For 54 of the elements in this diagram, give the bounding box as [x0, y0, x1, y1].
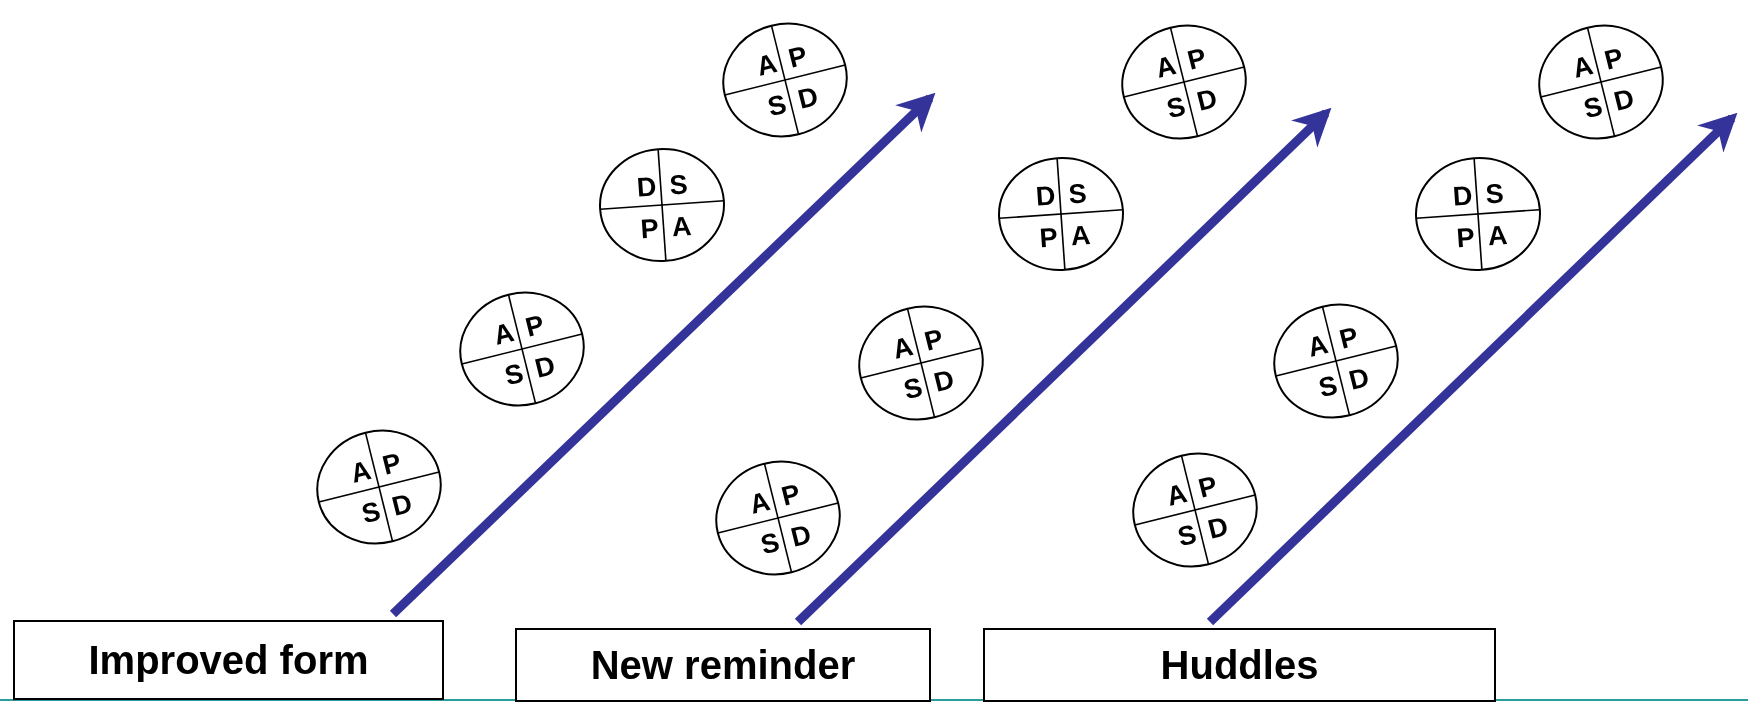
cycle-letter: S: [667, 171, 690, 200]
cycle-letter: S: [1173, 520, 1201, 553]
cycle-letter: P: [1335, 322, 1363, 355]
cycle-letter: S: [1579, 92, 1607, 125]
cycle-letter: A: [752, 49, 781, 82]
cycle-letter: A: [489, 318, 518, 351]
cycle-letter: S: [1314, 371, 1342, 404]
cycle-letter: P: [1194, 471, 1222, 504]
cycle-letter: S: [357, 497, 385, 530]
cycle-letter: S: [1066, 180, 1089, 209]
cycle-letter: P: [1600, 43, 1628, 76]
cycle-letter: D: [1450, 182, 1475, 211]
cycle-letter: S: [500, 359, 528, 392]
cycle-letter: D: [634, 173, 659, 202]
cycle-letter: A: [1068, 221, 1093, 251]
step-box: New reminder: [515, 628, 931, 702]
cycle-letter: S: [756, 528, 784, 561]
cycle-letter: S: [899, 373, 927, 406]
cycle-letter: A: [1568, 51, 1597, 84]
arrow: [389, 92, 936, 618]
step-box: Improved form: [13, 620, 444, 700]
cycle-letter: S: [1483, 180, 1506, 209]
cycle-letter: A: [1162, 479, 1191, 512]
cycle-letter: P: [1037, 224, 1060, 253]
arrow: [1206, 112, 1738, 626]
cycle-letter: A: [346, 456, 375, 489]
cycle-letter: D: [1344, 363, 1374, 396]
cycle-letter: A: [745, 487, 774, 520]
cycle-letter: A: [1303, 330, 1332, 363]
cycle-letter: A: [669, 212, 694, 242]
step-box: Huddles: [983, 628, 1496, 702]
cycle-letter: D: [1033, 182, 1058, 211]
cycle-letter: P: [378, 448, 406, 481]
cycle-letter: S: [763, 90, 791, 123]
cycle-letter: D: [929, 365, 959, 398]
cycle-letter: A: [888, 332, 917, 365]
cycle-letter: D: [1609, 84, 1639, 117]
cycle-letter: P: [784, 41, 812, 74]
cycle-letter: D: [786, 520, 816, 553]
cycle-letter: P: [1454, 224, 1477, 253]
cycle-letter: P: [1183, 43, 1211, 76]
cycle-letter: P: [638, 215, 661, 244]
cycle-letter: D: [1203, 512, 1233, 545]
cycle-letter: A: [1485, 221, 1510, 251]
cycle-letter: D: [793, 82, 823, 115]
cycle-letter: D: [1192, 84, 1222, 117]
cycle-letter: P: [777, 479, 805, 512]
cycle-letter: D: [530, 351, 560, 384]
cycle-letter: P: [920, 324, 948, 357]
cycle-letter: A: [1151, 51, 1180, 84]
cycle-letter: P: [521, 310, 549, 343]
arrow: [794, 107, 1332, 626]
cycle-letter: S: [1162, 92, 1190, 125]
cycle-letter: D: [387, 489, 417, 522]
